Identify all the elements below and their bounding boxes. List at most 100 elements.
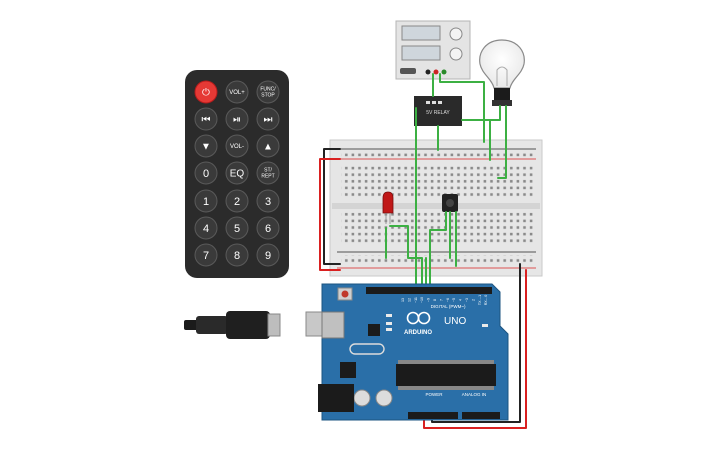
ir-remote: ⏻ VOL+ FUNC/STOP ⏮ ⏯ ⏭ ▼ VOL- ▲ 0 EQ ST/REPT 1 2 3 4 5 6 7… (185, 70, 289, 278)
bottom-terminal-holes (341, 212, 533, 245)
remote-button-play-pause[interactable]: ⏯ (225, 107, 249, 131)
digital-pin-label: ~6 (446, 298, 450, 302)
led-l (386, 314, 392, 317)
remote-button-label: ▼ (201, 142, 211, 153)
remote-button-vol-down[interactable]: VOL- (225, 134, 249, 158)
remote-button-label: VOL+ (229, 90, 245, 96)
wire-green-bulb-to-relay (461, 105, 501, 121)
breadboard (329, 139, 543, 277)
remote-button-next[interactable]: ⏭ (256, 107, 280, 131)
remote-button-label: 8 (234, 250, 240, 262)
wire-green-bulb-rail (497, 105, 507, 179)
atmega-chip (396, 364, 496, 386)
remote-button-st-rept[interactable]: ST/REPT (256, 161, 280, 185)
led-rx (386, 328, 392, 331)
wire-red-left-rail (319, 158, 341, 271)
digital-pin-label: RX←0 (484, 295, 488, 306)
power-supply-terminal-pos (433, 69, 439, 75)
power-supply-display-top (401, 25, 441, 41)
remote-button-label: 7 (203, 250, 209, 262)
remote-button-label: ST/ (264, 168, 272, 174)
remote-button-label: ⏮ (202, 115, 211, 126)
power-supply-display-bottom (401, 45, 441, 61)
remote-button-0[interactable]: 0 (194, 161, 218, 185)
remote-button-label: 6 (265, 223, 271, 235)
digital-pin-label: TX→1 (478, 295, 482, 305)
power-supply-terminal-gnd (441, 69, 447, 75)
analog-label: ANALOG IN (462, 392, 487, 397)
ir-receiver (442, 194, 458, 212)
remote-button-label: ⏯ (233, 115, 241, 126)
capacitor-2 (375, 389, 393, 407)
digital-pin-label: ~5 (452, 298, 456, 302)
digital-pin-label: ~11 (414, 297, 418, 303)
wire-green-ir-signal (429, 211, 447, 293)
remote-button-5[interactable]: 5 (225, 216, 249, 240)
light-bulb (479, 39, 525, 106)
digital-pin-label: 7 (439, 299, 443, 301)
remote-button-label: STOP (261, 93, 275, 99)
remote-button-8[interactable]: 8 (225, 243, 249, 267)
digital-pin-label: 2 (471, 299, 475, 301)
remote-button-grid: ⏻ VOL+ FUNC/STOP ⏮ ⏯ ⏭ ▼ VOL- ▲ 0 EQ ST/REPT 1 2 3 4 5 6 7… (194, 80, 280, 267)
remote-button-label: 2 (234, 196, 240, 208)
digital-pin-label: 12 (407, 298, 411, 302)
remote-button-label: ⏭ (264, 115, 273, 126)
remote-button-up[interactable]: ▲ (256, 134, 280, 158)
remote-button-label: 0 (203, 168, 209, 180)
power-supply-knob-top[interactable] (449, 27, 463, 41)
remote-button-1[interactable]: 1 (194, 189, 218, 213)
bottom-rail-holes (341, 255, 533, 265)
wire-green-psu-to-bulb (439, 73, 485, 143)
remote-button-prev[interactable]: ⏮ (194, 107, 218, 131)
remote-button-eq[interactable]: EQ (225, 161, 249, 185)
wire-green-led-signal (389, 225, 423, 293)
remote-button-6[interactable]: 6 (256, 216, 280, 240)
power-header (408, 412, 458, 419)
remote-button-label: 3 (265, 196, 271, 208)
dc-jack (318, 384, 354, 412)
digital-label: DIGITAL (PWM~) (431, 304, 466, 309)
capacitor-1 (353, 389, 371, 407)
remote-button-down[interactable]: ▼ (194, 134, 218, 158)
analog-header (462, 412, 500, 419)
bulb-filament (496, 66, 508, 86)
digital-pin-label: ~9 (427, 298, 431, 302)
usb-jack (321, 311, 345, 339)
top-terminal-holes (341, 166, 533, 199)
arduino-brand: ARDUINO (404, 330, 432, 336)
remote-button-label: ⏻ (202, 88, 210, 99)
remote-button-func-stop[interactable]: FUNC/STOP (256, 80, 280, 104)
remote-button-label: EQ (230, 169, 245, 180)
remote-button-label: VOL- (230, 144, 244, 150)
voltage-regulator (340, 362, 356, 378)
power-label: POWER (425, 392, 443, 397)
led-on (482, 324, 488, 327)
remote-button-3[interactable]: 3 (256, 189, 280, 213)
power-supply-terminal-neg (425, 69, 431, 75)
digital-header (366, 287, 492, 294)
red-led (382, 191, 394, 224)
remote-button-label: 9 (265, 250, 271, 262)
wire-black-left-rail (323, 148, 341, 265)
remote-button-power[interactable]: ⏻ (194, 80, 218, 104)
digital-pin-label: ~10 (420, 297, 424, 303)
remote-button-9[interactable]: 9 (256, 243, 280, 267)
relay: 5V RELAY (414, 96, 462, 126)
top-rail-holes (341, 150, 533, 158)
digital-pin-label: 4 (459, 299, 463, 301)
arduino-logo (406, 311, 431, 325)
relay-label: 5V RELAY (426, 110, 450, 116)
remote-button-7[interactable]: 7 (194, 243, 218, 267)
digital-pin-label: 8 (433, 299, 437, 301)
remote-button-4[interactable]: 4 (194, 216, 218, 240)
remote-button-label: FUNC/ (260, 87, 276, 93)
remote-button-2[interactable]: 2 (225, 189, 249, 213)
remote-button-label: 5 (234, 223, 240, 235)
power-supply-switch[interactable] (400, 68, 416, 74)
power-supply-knob-bottom[interactable] (449, 47, 463, 61)
remote-button-vol-up[interactable]: VOL+ (225, 80, 249, 104)
bulb-base (494, 88, 510, 102)
